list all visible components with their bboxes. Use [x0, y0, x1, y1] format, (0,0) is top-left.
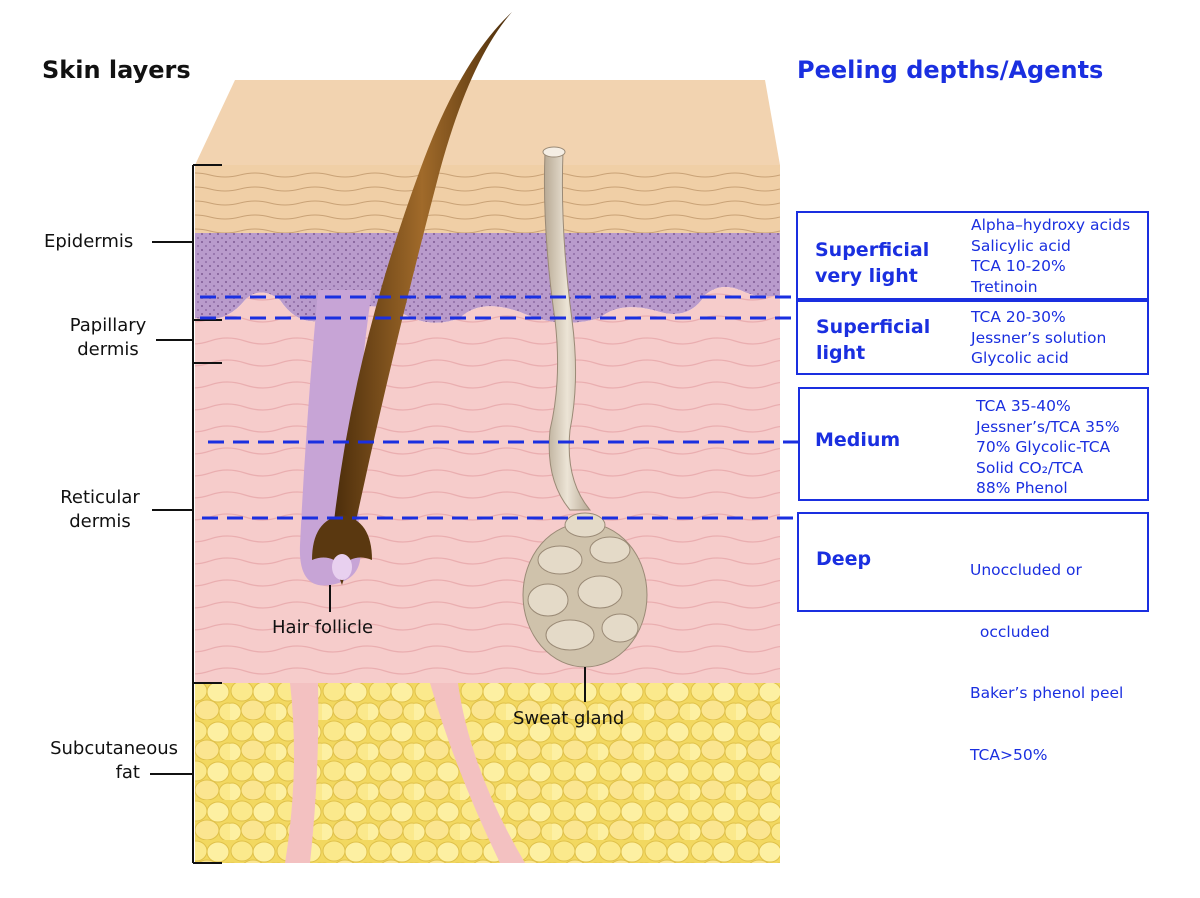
- subcutaneous-label-line1: Subcutaneous: [50, 738, 178, 759]
- peel-agent: Solid CO₂/TCA: [976, 458, 1084, 477]
- peel-name-line2: light: [816, 342, 866, 364]
- sweat-duct: [543, 151, 592, 511]
- peel-agent: Tretinoin: [971, 277, 1038, 296]
- skin-layers-title: Skin layers: [42, 56, 191, 84]
- hair-follicle-label: Hair follicle: [272, 617, 374, 638]
- peel-name: Superficial very light: [815, 237, 929, 289]
- hair-shaft: [332, 12, 512, 540]
- peel-depth-lines: [200, 295, 800, 520]
- papillary-label-line2: dermis: [77, 339, 139, 360]
- sweat-gland-coil: [522, 512, 648, 668]
- peel-agent: 88% Phenol: [976, 479, 1068, 497]
- peel-agent: 70% Glycolic-TCA: [976, 438, 1111, 456]
- peel-agent: TCA 10-20%: [971, 257, 1066, 275]
- peel-agent: Alpha–hydroxy acids: [971, 216, 1131, 234]
- peel-name: Medium: [815, 427, 900, 453]
- peel-agent: TCA 35-40%: [976, 397, 1071, 415]
- peel-agents-list: Alpha–hydroxy acids Salicylic acid TCA 1…: [971, 215, 1130, 297]
- sweat-gland-label: Sweat gland: [513, 708, 625, 729]
- peel-box-medium: Medium TCA 35-40% Jessner’s/TCA 35% 70% …: [798, 387, 1149, 501]
- peel-agent: TCA>50%: [970, 745, 1048, 764]
- peel-name-line1: Medium: [815, 429, 901, 451]
- peel-name-line2: very light: [815, 265, 918, 287]
- peel-name-line1: Superficial: [815, 239, 930, 261]
- peel-name-line1: Superficial: [816, 316, 931, 338]
- papillary-label-line1: Papillary: [69, 315, 147, 336]
- reticular-label-line1: Reticular: [60, 487, 140, 508]
- peeling-depths-title: Peeling depths/Agents: [797, 56, 1104, 84]
- epidermis-label: Epidermis: [44, 231, 134, 252]
- peel-agent: Jessner’s solution: [971, 328, 1107, 347]
- peel-agent: Baker’s phenol peel: [970, 684, 1124, 702]
- skin-surface: [195, 80, 780, 165]
- peel-name-line1: Deep: [816, 548, 872, 570]
- reticular-label-line2: dermis: [69, 511, 131, 532]
- peel-name: Superficial light: [816, 314, 930, 366]
- subcutaneous-label-line2: fat: [115, 762, 140, 783]
- peel-agent: TCA 20-30%: [971, 308, 1066, 326]
- peel-name: Deep: [816, 546, 871, 572]
- peel-agent: Unoccluded or: [970, 561, 1082, 579]
- peel-box-superficial-light: Superficial light TCA 20-30% Jessner’s s…: [796, 300, 1149, 375]
- peel-agent: Jessner’s/TCA 35%: [976, 417, 1120, 436]
- peel-box-superficial-very-light: Superficial very light Alpha–hydroxy aci…: [796, 211, 1149, 300]
- reticular-dermis-label: Reticular dermis: [50, 486, 150, 534]
- peel-box-deep: Deep Unoccluded or occluded Baker’s phen…: [797, 512, 1149, 764]
- peel-agent: Salicylic acid: [971, 236, 1071, 255]
- peel-agent: Glycolic acid: [971, 349, 1069, 367]
- peel-agents-list: TCA 20-30% Jessner’s solution Glycolic a…: [971, 307, 1106, 369]
- peel-agent: occluded: [970, 622, 1050, 641]
- peel-agents-list: Unoccluded or occluded Baker’s phenol pe…: [970, 519, 1123, 806]
- subcutaneous-fat-label: Subcutaneous fat: [34, 737, 184, 785]
- epidermis-layer: [195, 165, 780, 233]
- papillary-dermis-label: Papillary dermis: [58, 314, 158, 362]
- layer-bracket: [150, 164, 586, 864]
- peel-agents-list: TCA 35-40% Jessner’s/TCA 35% 70% Glycoli…: [976, 396, 1120, 499]
